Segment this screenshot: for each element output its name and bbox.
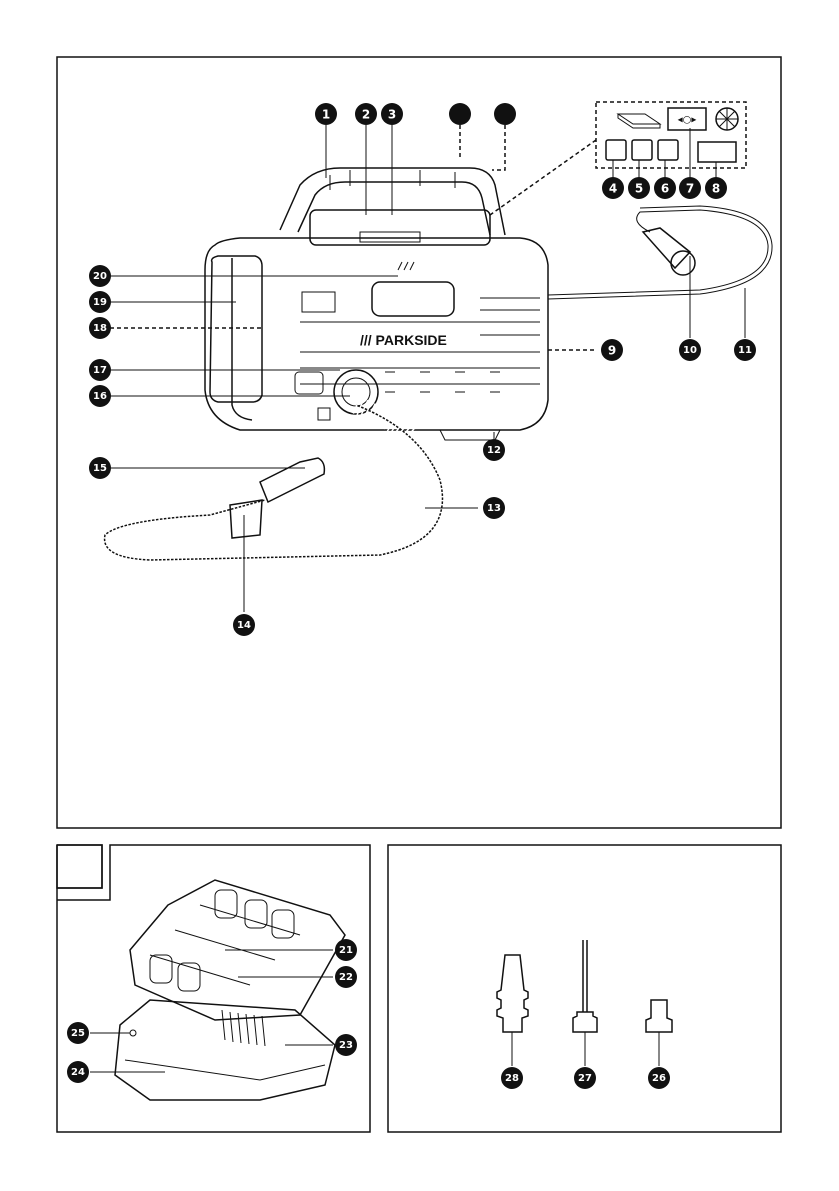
callout-label: 5 xyxy=(635,182,643,196)
callout-label: 4 xyxy=(609,182,617,196)
hose-illustration xyxy=(105,405,443,560)
callout-26: 26 xyxy=(648,1067,670,1089)
callout-label: 12 xyxy=(487,445,501,456)
callout-label: 14 xyxy=(237,620,251,631)
callout-21: 21 xyxy=(335,939,357,961)
callout-8: 8 xyxy=(705,177,727,199)
callout-label: 22 xyxy=(339,972,353,983)
callout-10: 10 xyxy=(679,339,701,361)
callout-9: 9 xyxy=(601,339,623,361)
callout-28: 28 xyxy=(501,1067,523,1089)
callout-label: 21 xyxy=(339,945,353,956)
callout-label: 26 xyxy=(652,1073,666,1084)
callout-label: 19 xyxy=(93,297,107,308)
callout-4: 4 xyxy=(602,177,624,199)
callout-17: 17 xyxy=(89,359,111,381)
control-panel-detail: ◂○▸ xyxy=(490,102,746,215)
callout-label: 28 xyxy=(505,1073,519,1084)
callout-label: 20 xyxy=(93,271,107,282)
callout-label: 23 xyxy=(339,1040,353,1051)
callout-12: 12 xyxy=(483,439,505,461)
callout-label: 1 xyxy=(322,108,330,122)
callout-11: 11 xyxy=(734,339,756,361)
callout-label: 9 xyxy=(608,344,616,358)
callout-3: 3 xyxy=(381,103,403,125)
callout-label: 25 xyxy=(71,1028,85,1039)
callout-label: 18 xyxy=(93,323,107,334)
unlabeled-callout-a xyxy=(449,103,471,125)
callout-27: 27 xyxy=(574,1067,596,1089)
callout-6: 6 xyxy=(654,177,676,199)
callout-label: 10 xyxy=(683,345,697,356)
callout-2: 2 xyxy=(355,103,377,125)
svg-text:◂○▸: ◂○▸ xyxy=(678,115,697,126)
callout-24: 24 xyxy=(67,1061,89,1083)
callout-15: 15 xyxy=(89,457,111,479)
callout-label: 6 xyxy=(661,182,669,196)
compressor-illustration: /// PARKSIDE xyxy=(205,168,548,440)
callout-label: 7 xyxy=(686,182,694,196)
callout-label: 17 xyxy=(93,365,107,376)
callout-label: 16 xyxy=(93,391,107,402)
callout-label: 3 xyxy=(388,108,396,122)
callout-label: 27 xyxy=(578,1073,592,1084)
callout-16: 16 xyxy=(89,385,111,407)
callout-label: 11 xyxy=(738,345,752,356)
callout-13: 13 xyxy=(483,497,505,519)
callout-22: 22 xyxy=(335,966,357,988)
panel-main: /// PARKSIDE xyxy=(57,57,781,828)
callout-20: 20 xyxy=(89,265,111,287)
brand-label: /// PARKSIDE xyxy=(360,332,447,348)
callout-19: 19 xyxy=(89,291,111,313)
callout-label: 8 xyxy=(712,182,720,196)
callout-label: 15 xyxy=(93,463,107,474)
callout-18: 18 xyxy=(89,317,111,339)
callout-label: 2 xyxy=(362,108,370,122)
panel-battery-charger xyxy=(57,845,370,1132)
callout-1: 1 xyxy=(315,103,337,125)
cable-illustration xyxy=(548,206,772,299)
callout-7: 7 xyxy=(679,177,701,199)
callout-label: 13 xyxy=(487,503,501,514)
callout-5: 5 xyxy=(628,177,650,199)
callout-14: 14 xyxy=(233,614,255,636)
callout-25: 25 xyxy=(67,1022,89,1044)
unlabeled-callout-b xyxy=(494,103,516,125)
callout-label: 24 xyxy=(71,1067,85,1078)
callout-23: 23 xyxy=(335,1034,357,1056)
